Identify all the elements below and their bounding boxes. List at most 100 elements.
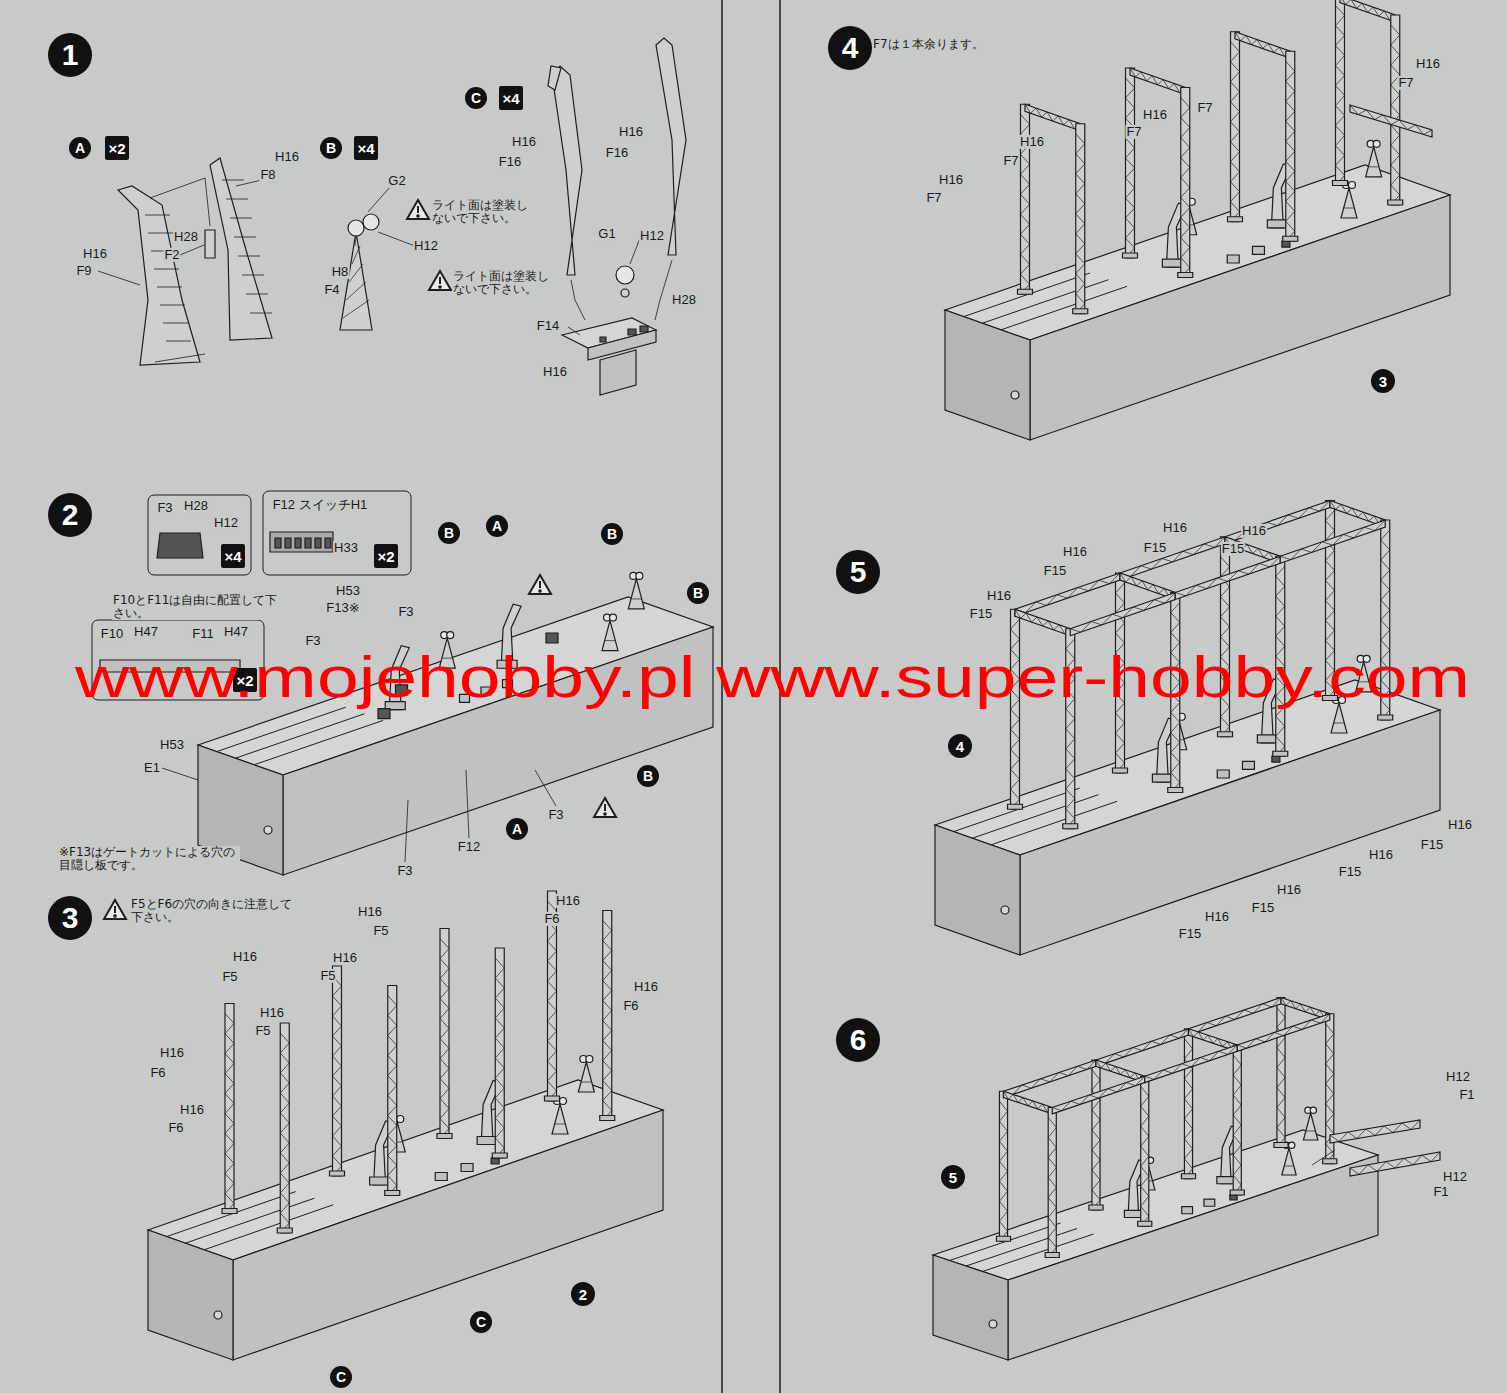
part-label: H16 <box>179 1103 205 1117</box>
lattice-column <box>603 911 612 1121</box>
column-foot <box>222 1209 237 1214</box>
lattice-bracing <box>1175 556 1280 596</box>
part-label: H16 <box>1415 57 1441 71</box>
crane-base <box>1217 1177 1235 1184</box>
switch-block <box>435 1173 447 1181</box>
rail-groove <box>1001 286 1127 330</box>
node-text: B <box>607 527 617 541</box>
lattice-bracing <box>1120 573 1175 598</box>
callout-circle: B <box>601 523 623 545</box>
ladder-rung <box>154 269 179 270</box>
part-label: H16 <box>986 589 1012 603</box>
lattice-bracing <box>1076 134 1085 314</box>
column-foot <box>385 1191 400 1196</box>
wire <box>1312 1150 1335 1165</box>
ladder-rung <box>226 199 248 200</box>
quantity-badge: ×4 <box>499 86 523 110</box>
lamp <box>397 1116 404 1123</box>
column-foot <box>1218 732 1233 737</box>
leader-line <box>568 327 580 335</box>
lattice-column <box>1181 88 1190 278</box>
lattice-bracing <box>1004 1060 1097 1094</box>
note-text: F10とF11は自由に配置して下さい。 <box>112 594 284 620</box>
ladder-rung <box>160 305 185 306</box>
part-label: E1 <box>143 761 161 775</box>
lattice-column <box>333 966 342 1176</box>
node-outline <box>105 136 129 160</box>
switch-block <box>305 538 311 548</box>
part-label: H53 <box>159 738 185 752</box>
part-label: H16 <box>542 365 568 379</box>
inset-frame <box>263 491 411 575</box>
part-label: H16 <box>1062 545 1088 559</box>
lattice-column <box>1092 1060 1100 1210</box>
column-foot <box>1123 253 1138 258</box>
lattice-bracing <box>1330 1120 1420 1142</box>
node-text: ×2 <box>377 549 394 564</box>
part-label: H47 <box>223 625 249 639</box>
tower-part <box>210 158 272 340</box>
lattice-bracing <box>1285 1166 1294 1167</box>
warning-mark <box>114 906 116 913</box>
lamp <box>610 614 617 621</box>
part-label: F6 <box>543 912 560 926</box>
quantity-badge: ×2 <box>105 136 129 160</box>
column-foot <box>1168 788 1183 793</box>
warning-mark <box>604 804 606 811</box>
part-label: F7 <box>1196 101 1213 115</box>
column-foot <box>1138 1221 1152 1226</box>
rail-groove <box>235 714 364 758</box>
switch-block <box>628 329 636 335</box>
lattice-beam <box>1330 1120 1420 1143</box>
node-text: A <box>512 822 522 836</box>
lattice-column <box>999 1091 1007 1241</box>
warning-dot <box>417 215 419 217</box>
lattice-column <box>1391 15 1400 205</box>
part-label: H8 <box>331 265 350 279</box>
lamp-stem <box>621 289 629 297</box>
node-text: ×4 <box>502 91 519 106</box>
node-outline <box>48 493 92 537</box>
crane-base <box>1162 259 1182 267</box>
quantity-badge: ×4 <box>354 136 378 160</box>
lamp <box>560 1098 567 1105</box>
crane-base <box>1257 735 1277 743</box>
lattice-column <box>1021 104 1030 294</box>
column-foot <box>1283 236 1298 241</box>
node-text: ×4 <box>357 141 374 156</box>
lamp <box>1289 1142 1295 1148</box>
column-foot <box>545 1096 560 1101</box>
callout-circle: A <box>506 818 528 840</box>
node-text: A <box>492 519 502 533</box>
lattice-bracing <box>1015 609 1070 634</box>
lattice-bracing <box>1330 501 1385 526</box>
light-tower <box>340 232 372 330</box>
part-label: H16 <box>938 173 964 187</box>
lattice-bracing <box>1025 104 1080 129</box>
node-outline <box>320 137 342 159</box>
node-outline <box>828 26 872 70</box>
lattice-bracing <box>349 264 363 282</box>
step-number: 5 <box>836 550 880 594</box>
part-label: H16 <box>1447 818 1473 832</box>
node-outline <box>499 86 523 110</box>
node-text: C <box>476 1315 486 1329</box>
node-text: C <box>336 1370 346 1384</box>
light-tower <box>628 579 644 609</box>
crane-base <box>370 1177 390 1185</box>
ladder-rung <box>222 180 244 181</box>
column-foot <box>1018 289 1033 294</box>
note-text: ※F13はゲートカットによる穴の目隠し板です。 <box>58 846 240 872</box>
callout-circle: C <box>470 1311 492 1333</box>
node-outline <box>438 522 460 544</box>
part-label: F10 <box>100 627 124 641</box>
lattice-beam <box>1175 556 1280 599</box>
lattice-beam <box>1130 68 1185 95</box>
step-number: 2 <box>48 493 92 537</box>
column-foot <box>1378 715 1393 720</box>
node-outline <box>601 523 623 545</box>
node-text: 4 <box>842 33 859 63</box>
lattice-bracing <box>1052 1076 1145 1110</box>
crane-base <box>1152 774 1172 782</box>
inset-frame <box>148 495 251 575</box>
